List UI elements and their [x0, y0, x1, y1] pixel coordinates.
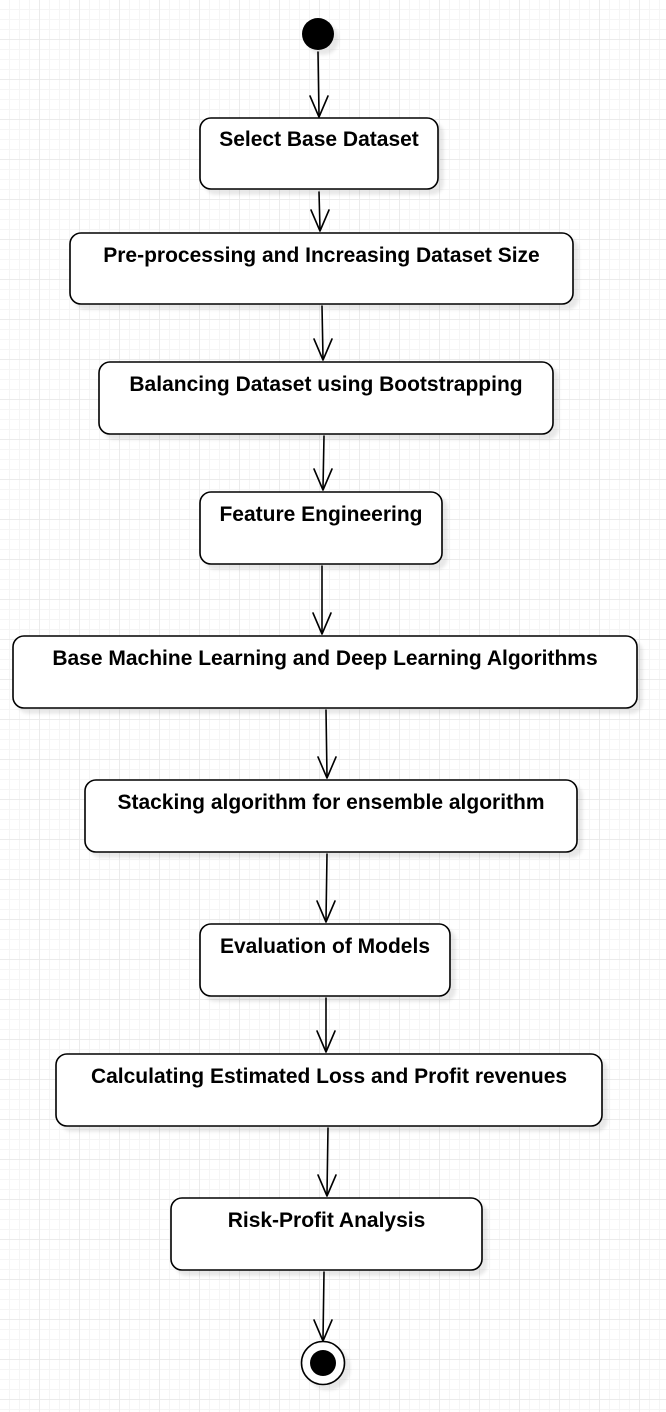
connector-step-1-to-step-2	[310, 191, 330, 232]
step-stacking-algorithm: Stacking algorithm for ensemble algorith…	[84, 779, 578, 853]
step-evaluation-of-models: Evaluation of Models	[199, 923, 451, 997]
step-estimated-loss-profit: Calculating Estimated Loss and Profit re…	[55, 1053, 603, 1127]
step-feature-engineering: Feature Engineering	[199, 491, 443, 565]
end-node	[300, 1340, 346, 1386]
connector-step-5-to-step-6	[317, 709, 337, 779]
connector-step-7-to-step-8	[316, 997, 336, 1053]
step-label: Risk-Profit Analysis	[228, 1209, 426, 1232]
connectors	[309, 51, 337, 1342]
step-label: Feature Engineering	[219, 503, 422, 526]
step-label: Calculating Estimated Loss and Profit re…	[91, 1065, 567, 1088]
connector-step-6-to-step-7	[316, 853, 336, 923]
connector-step-3-to-step-4	[313, 435, 333, 491]
connector-start-to-step-1	[309, 51, 329, 118]
step-label: Balancing Dataset using Bootstrapping	[129, 373, 522, 396]
step-preprocessing: Pre-processing and Increasing Dataset Si…	[69, 232, 574, 305]
step-label: Select Base Dataset	[219, 128, 419, 151]
step-risk-profit-analysis: Risk-Profit Analysis	[170, 1197, 483, 1271]
connector-step-9-to-end	[313, 1271, 333, 1342]
step-base-algorithms: Base Machine Learning and Deep Learning …	[12, 635, 638, 709]
step-label: Stacking algorithm for ensemble algorith…	[117, 791, 544, 814]
step-balancing-dataset: Balancing Dataset using Bootstrapping	[98, 361, 554, 435]
step-label: Pre-processing and Increasing Dataset Si…	[103, 244, 540, 267]
step-label: Evaluation of Models	[220, 935, 430, 958]
step-select-base-dataset: Select Base Dataset	[199, 117, 439, 190]
connector-step-2-to-step-3	[313, 305, 333, 361]
step-label: Base Machine Learning and Deep Learning …	[52, 647, 597, 670]
start-node	[302, 18, 334, 50]
connector-step-8-to-step-9	[317, 1127, 337, 1197]
connector-step-4-to-step-5	[312, 565, 332, 635]
